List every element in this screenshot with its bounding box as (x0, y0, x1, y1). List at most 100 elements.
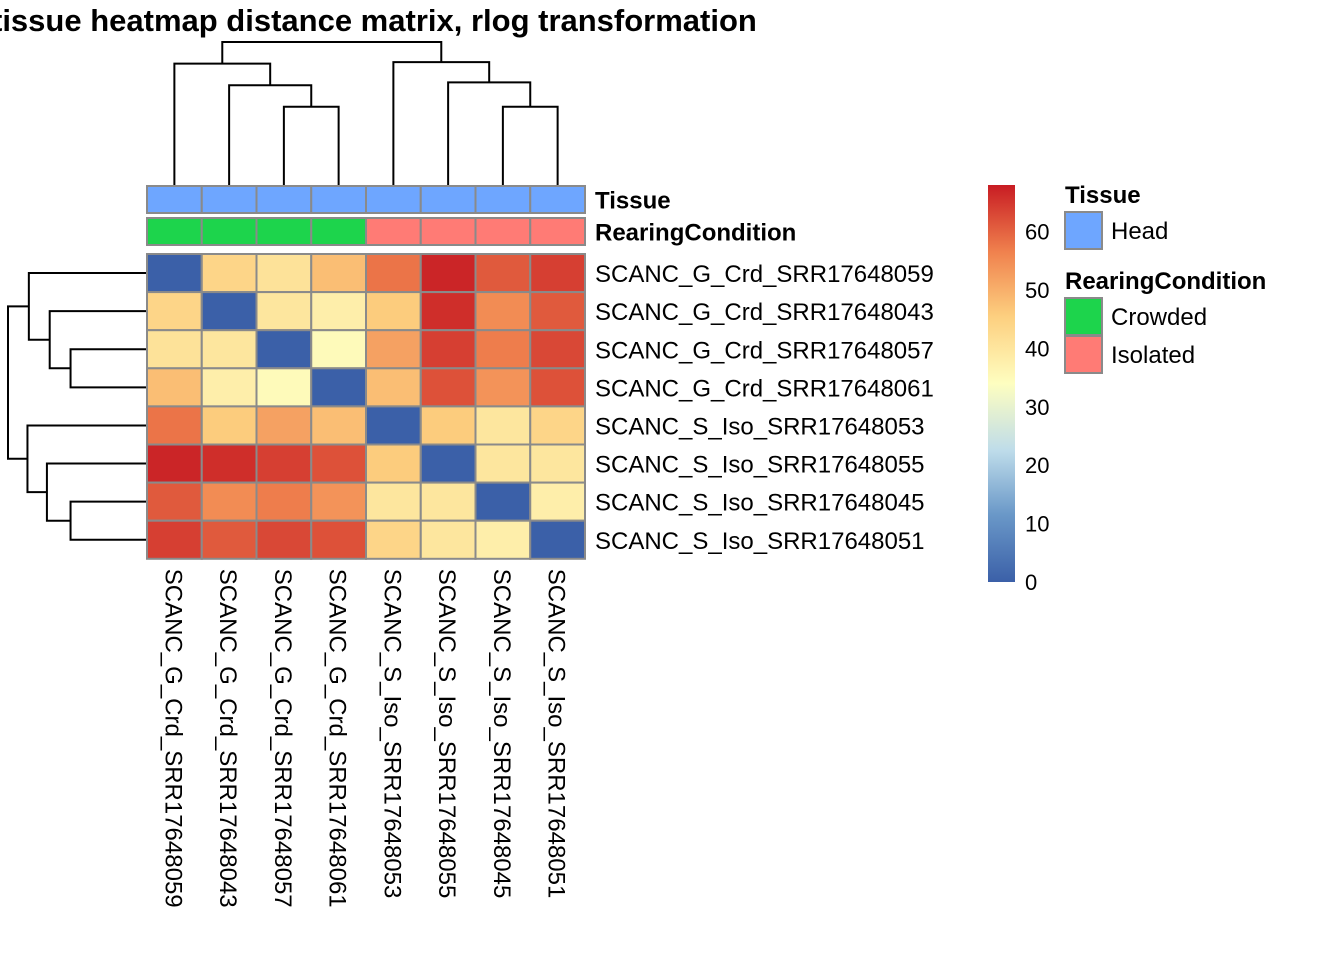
heatmap-cell (529, 481, 586, 522)
annotation-cell (255, 185, 313, 214)
annotation-cell (200, 217, 258, 246)
annotation-cell (529, 217, 586, 246)
row-label: SCANC_S_Iso_SRR17648045 (595, 490, 925, 517)
heatmap-cell (255, 443, 313, 484)
column-label: SCANC_S_Iso_SRR17648055 (433, 569, 460, 899)
heatmap-cell (200, 519, 258, 560)
heatmap-cell (255, 253, 313, 294)
annotation-cell (529, 185, 586, 214)
dendrogram-branch (173, 62, 272, 186)
column-label: SCANC_G_Crd_SRR17648043 (214, 569, 241, 908)
heatmap-cell (365, 443, 422, 484)
row-labels: SCANC_G_Crd_SRR17648059SCANC_G_Crd_SRR17… (595, 261, 934, 555)
heatmap-cell (419, 443, 477, 484)
row-label: SCANC_G_Crd_SRR17648061 (595, 375, 934, 402)
heatmap-cell (310, 291, 367, 332)
row-label: SCANC_S_Iso_SRR17648051 (595, 528, 925, 555)
heatmap-cell (474, 253, 532, 294)
heatmap-cell (310, 443, 367, 484)
annotation-cell (146, 217, 203, 246)
heatmap-cell (529, 329, 586, 370)
heatmap-cell (419, 253, 477, 294)
heatmap-cell (474, 367, 532, 408)
heatmap-cell (365, 481, 422, 522)
heatmap-cell (529, 367, 586, 408)
row-label: SCANC_S_Iso_SRR17648053 (595, 413, 925, 440)
heatmap-cell (365, 291, 422, 332)
annotation-label: Tissue (595, 188, 671, 215)
annotation-cell (419, 185, 477, 214)
row-label: SCANC_G_Crd_SRR17648043 (595, 299, 934, 326)
heatmap-cell (255, 519, 313, 560)
column-label: SCANC_G_Crd_SRR17648057 (269, 569, 296, 908)
heatmap-cell (419, 481, 477, 522)
heatmap-cell (474, 443, 532, 484)
annotation-cell (474, 217, 532, 246)
dendrogram-branch (69, 500, 147, 541)
heatmap-cell (146, 329, 203, 370)
row-label: SCANC_G_Crd_SRR17648057 (595, 337, 934, 364)
heatmap-cell (255, 481, 313, 522)
heatmap-cell (255, 291, 313, 332)
heatmap-cells (146, 253, 586, 560)
column-label: SCANC_G_Crd_SRR17648061 (324, 569, 351, 908)
heatmap-cell (200, 329, 258, 370)
column-label: SCANC_G_Crd_SRR17648059 (159, 569, 186, 908)
dendrogram-branch (221, 41, 443, 64)
heatmap-cell (200, 367, 258, 408)
heatmap-cell (310, 367, 367, 408)
heatmap-cell (365, 405, 422, 446)
legend-swatch (1064, 211, 1103, 250)
legend-swatch (1064, 297, 1103, 336)
heatmap-cell (255, 405, 313, 446)
heatmap-cell (474, 329, 532, 370)
row-label: SCANC_G_Crd_SRR17648059 (595, 261, 934, 288)
annotation-cell (474, 185, 532, 214)
dendrogram-branch (501, 105, 559, 186)
annotation-cell (365, 217, 422, 246)
color-scale-tick-label: 20 (1025, 453, 1049, 478)
heatmap-cell (200, 481, 258, 522)
heatmap-cell (529, 443, 586, 484)
heatmap-cell (474, 405, 532, 446)
annotation-cell (255, 217, 313, 246)
annotation-legend: TissueHeadRearingConditionCrowdedIsolate… (1064, 182, 1266, 374)
dendrogram-branch (392, 61, 491, 186)
annotation-cell (365, 185, 422, 214)
column-label: SCANC_S_Iso_SRR17648053 (378, 569, 405, 899)
heatmap-cell (310, 519, 367, 560)
legend-item-label: Crowded (1111, 304, 1207, 331)
legend-item-label: Isolated (1111, 342, 1195, 369)
heatmap-cell (474, 519, 532, 560)
row-label: SCANC_S_Iso_SRR17648055 (595, 452, 925, 479)
dendrogram-branch (69, 348, 147, 389)
heatmap-cell (146, 481, 203, 522)
dendrogram-branch (27, 272, 147, 341)
dendrogram-branch (447, 81, 532, 186)
dendrogram-branch (282, 105, 340, 186)
color-scale-tick-label: 60 (1025, 220, 1049, 245)
dendrogram-branch (26, 424, 147, 494)
annotation-cell (310, 217, 367, 246)
annotation-cell (310, 185, 367, 214)
heatmap-cell (255, 329, 313, 370)
heatmap-cell (310, 481, 367, 522)
color-scale-bar (988, 185, 1015, 582)
legend-title: Tissue (1065, 182, 1141, 209)
dendrogram-branch (48, 310, 147, 370)
heatmap-cell (529, 519, 586, 560)
legend-swatch (1064, 335, 1103, 374)
annotation-cell (419, 217, 477, 246)
heatmap-cell (529, 253, 586, 294)
heatmap-cell (474, 481, 532, 522)
color-scale-tick-label: 10 (1025, 512, 1049, 537)
annotation-cell (146, 185, 203, 214)
color-scale-tick-label: 50 (1025, 278, 1049, 303)
heatmap-cell (529, 291, 586, 332)
heatmap-cell (365, 519, 422, 560)
heatmap-cell (200, 405, 258, 446)
heatmap-cell (146, 405, 203, 446)
heatmap-cell (310, 253, 367, 294)
color-scale-tick-label: 30 (1025, 395, 1049, 420)
